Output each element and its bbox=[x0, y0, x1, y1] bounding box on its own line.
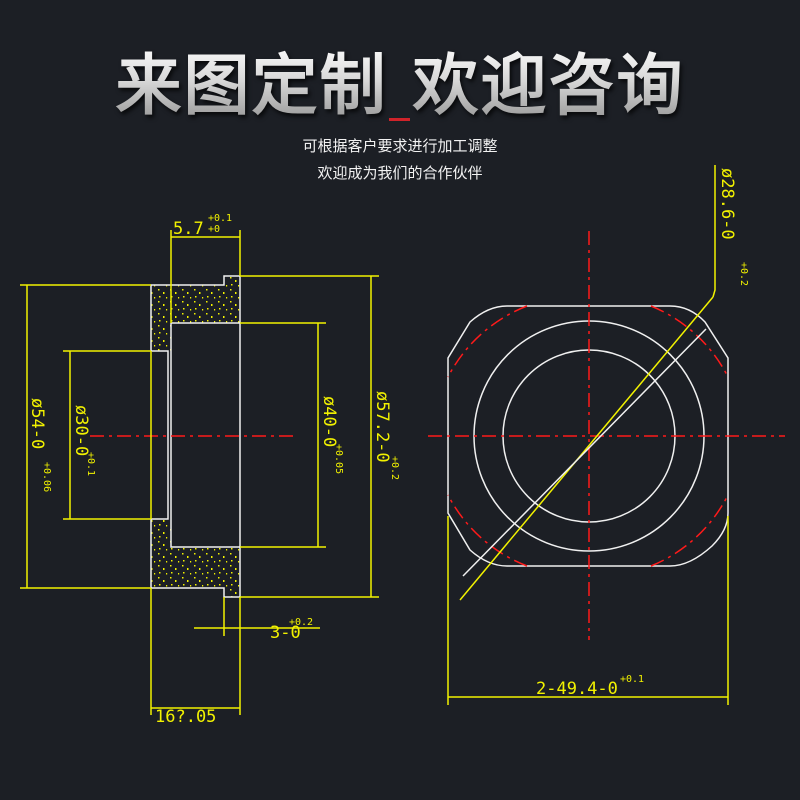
dim-line-diagonal bbox=[459, 296, 714, 601]
dim-d54-tol: +0.06 bbox=[41, 462, 52, 492]
hatch-bottom bbox=[151, 519, 240, 597]
dim-d54-value: ø54-0 bbox=[27, 398, 47, 449]
hatch-top bbox=[151, 276, 240, 351]
dim-width-top-tol-lower: +0 bbox=[208, 224, 220, 235]
dim-step-value: 3-0 bbox=[270, 623, 301, 643]
dim-d57-value: ø57.2-0 bbox=[372, 391, 392, 463]
dim-d30-value: ø30-0 bbox=[71, 405, 91, 456]
dim-diag-value: ø28.6-0 bbox=[717, 168, 737, 240]
diagonal-ext bbox=[462, 328, 707, 577]
corner-arcs bbox=[447, 305, 729, 567]
dim-d57-tol: +0.2 bbox=[389, 456, 400, 480]
dim-d40-tol: +0.05 bbox=[333, 444, 344, 474]
accent-divider bbox=[389, 118, 410, 121]
dim-d40-value: ø40-0 bbox=[319, 396, 339, 447]
dim-width-value: 2-49.4-0 bbox=[536, 679, 618, 699]
dim-leader bbox=[712, 165, 716, 298]
part-outline bbox=[150, 275, 241, 598]
subtitle-line-1: 可根据客户要求进行加工调整 bbox=[302, 137, 498, 155]
square-outline bbox=[447, 305, 729, 567]
dim-diag-tol: +0.2 bbox=[738, 262, 749, 286]
subtitle-line-2: 欢迎成为我们的合作伙伴 bbox=[317, 164, 483, 182]
side-section-view: 5.7 +0.1 +0 ø54-0 +0.06 ø30-0 +0.1 ø40-0… bbox=[20, 213, 400, 727]
banner-title: 来图定制 欢迎咨询 bbox=[0, 32, 800, 128]
dim-d30-tol: +0.1 bbox=[85, 452, 96, 476]
dim-step-tol: +0.2 bbox=[289, 617, 313, 628]
dim-width-top-tol-upper: +0.1 bbox=[208, 213, 232, 224]
dim-total-value: 16?.05 bbox=[155, 707, 216, 727]
outer-circle bbox=[473, 320, 705, 552]
dim-width-tol: +0.1 bbox=[620, 674, 644, 685]
front-view: ø28.6-0 +0.2 2-49.4-0 +0.1 bbox=[428, 165, 785, 705]
dim-width-top-value: 5.7 bbox=[173, 219, 204, 239]
